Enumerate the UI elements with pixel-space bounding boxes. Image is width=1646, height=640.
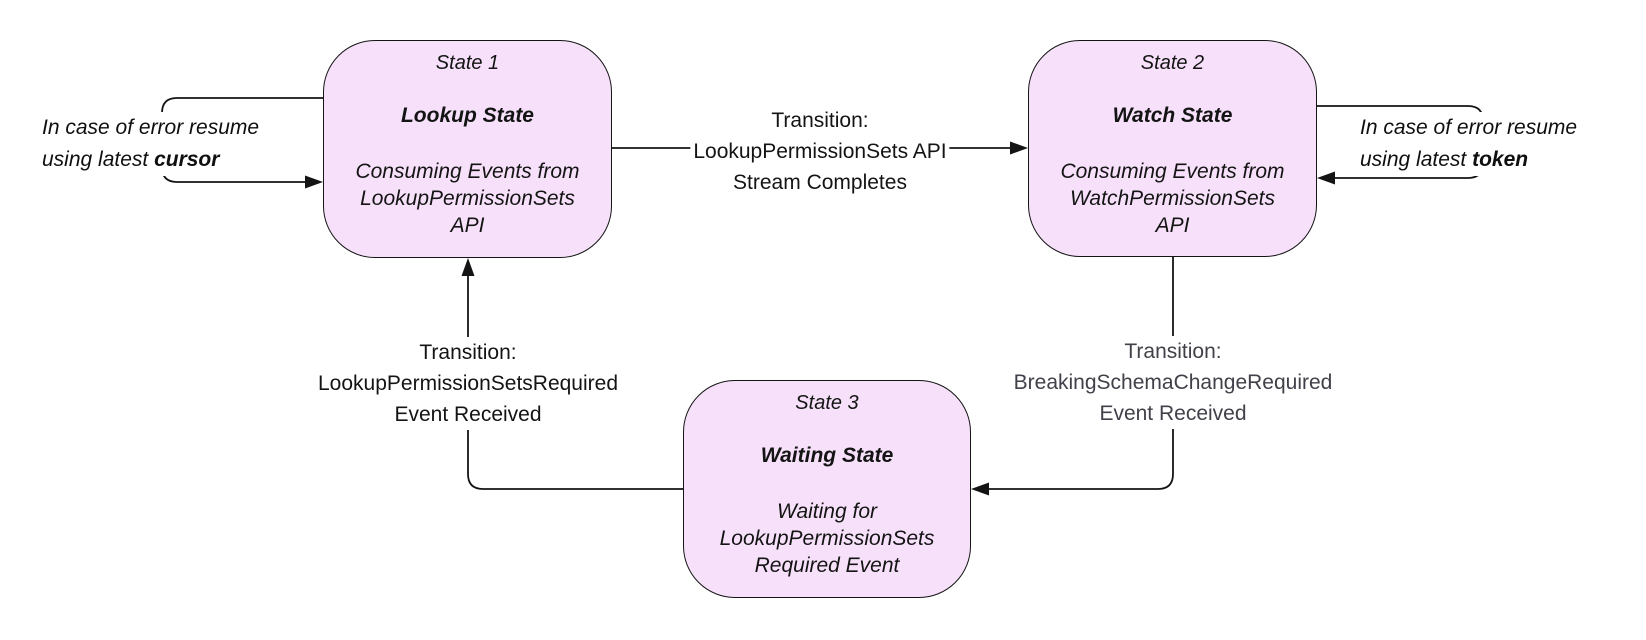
arrowhead-into-lookup: [461, 258, 475, 276]
transition-label-stream-completes: Transition: LookupPermissionSets API Str…: [690, 105, 950, 198]
transition-label-line: LookupPermissionSets API: [690, 136, 950, 167]
transition-label-line: Stream Completes: [733, 171, 907, 194]
transition-label-line: LookupPermissionSetsRequired: [318, 372, 618, 395]
arrowhead-into-watch: [1010, 141, 1028, 155]
arrowhead-token-loop: [1317, 171, 1335, 185]
state-description-line: Waiting for: [777, 500, 877, 523]
error-resume-line: using latest cursor: [42, 148, 220, 171]
state-description-line: API: [1155, 214, 1190, 237]
error-resume-cursor-label: In case of error resume using latest cur…: [40, 112, 262, 176]
state-title: State 2: [1140, 52, 1205, 74]
transition-label-line: Transition:: [1124, 340, 1222, 363]
cursor-keyword: cursor: [154, 148, 220, 171]
transition-label-lookup-required: Transition: LookupPermissionSetsRequired…: [314, 337, 622, 430]
token-keyword: token: [1472, 148, 1529, 171]
state-description: Waiting for LookupPermissionSets Require…: [684, 498, 970, 579]
arrowhead-cursor-loop: [305, 175, 323, 189]
state-description: Consuming Events from LookupPermissionSe…: [324, 158, 611, 239]
state-description-line: WatchPermissionSets: [1069, 187, 1276, 210]
state-node-lookup: State 1 Lookup State Consuming Events fr…: [323, 40, 612, 258]
error-resume-token-label: In case of error resume using latest tok…: [1358, 112, 1580, 176]
state-description: Consuming Events from WatchPermissionSet…: [1029, 158, 1316, 239]
state-node-waiting: State 3 Waiting State Waiting for Lookup…: [683, 380, 971, 598]
arrow-watch-to-waiting: [988, 257, 1174, 490]
transition-label-line: Event Received: [1099, 402, 1247, 425]
transition-label-line: Transition:: [771, 109, 869, 132]
state-name: Watch State: [1112, 104, 1233, 127]
arrowhead-into-waiting: [971, 482, 989, 496]
arrow-waiting-to-lookup: [467, 276, 683, 490]
state-description-line: Required Event: [754, 554, 900, 577]
state-description-line: Consuming Events from: [355, 160, 580, 183]
state-name: Waiting State: [760, 444, 894, 467]
transition-label-line: Event Received: [394, 403, 542, 426]
transition-label-breaking-schema-change: Transition: BreakingSchemaChangeRequired…: [1009, 336, 1337, 429]
error-resume-line: In case of error resume: [1360, 116, 1578, 139]
state-description-line: LookupPermissionSets: [719, 527, 935, 550]
transition-label-line: BreakingSchemaChangeRequired: [1013, 371, 1333, 394]
state-name: Lookup State: [400, 104, 534, 127]
state-title: State 1: [435, 52, 500, 74]
error-resume-line: In case of error resume: [42, 116, 260, 139]
transition-label-line: Transition:: [419, 341, 517, 364]
state-description-line: Consuming Events from: [1060, 160, 1285, 183]
state-node-watch: State 2 Watch State Consuming Events fro…: [1028, 40, 1317, 257]
state-title: State 3: [795, 392, 859, 414]
error-resume-line: using latest token: [1360, 148, 1529, 171]
state-description-line: API: [450, 214, 485, 237]
state-description-line: LookupPermissionSets: [360, 187, 575, 210]
